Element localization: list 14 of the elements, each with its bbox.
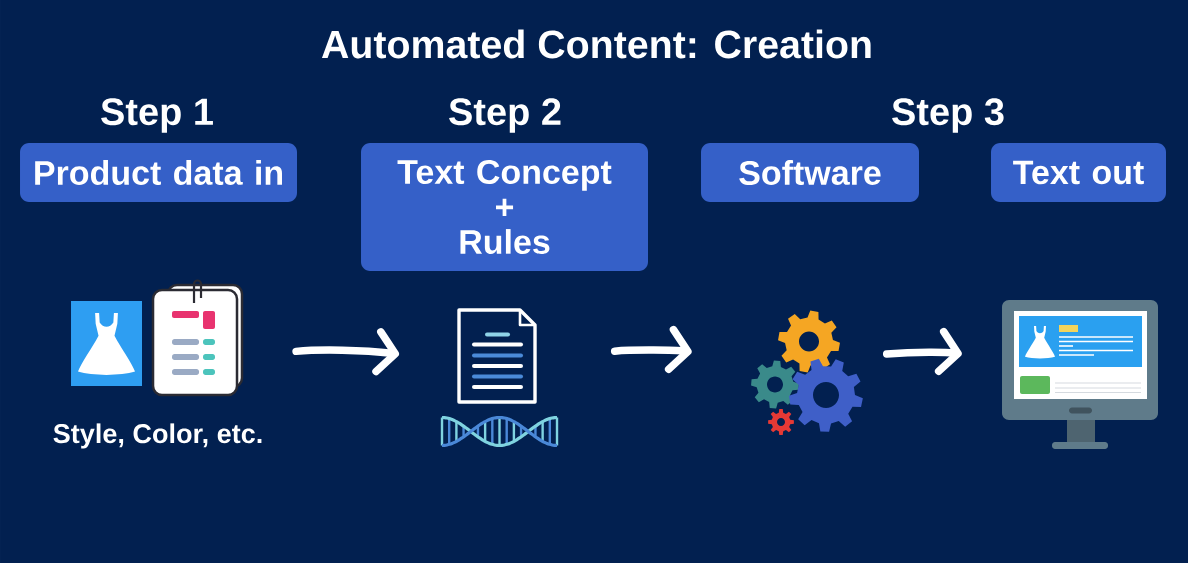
- label-box: Software: [701, 143, 919, 202]
- label-box: Product data in: [20, 143, 297, 202]
- caption-text: Style, Color, etc.: [53, 423, 262, 449]
- title: Automated Content: Creation: [321, 29, 871, 59]
- gears-picture: [751, 310, 863, 435]
- step-heading: Step 1: [101, 98, 213, 133]
- label-box: Text Concept + Rules: [361, 143, 648, 271]
- arrow: [292, 328, 400, 376]
- label-box: Text out: [991, 143, 1166, 202]
- document-and-dna-picture: [440, 308, 559, 448]
- step-heading: Step 2: [449, 98, 561, 133]
- step-heading: Step 3: [892, 98, 1004, 133]
- monitor-picture: [1002, 300, 1158, 449]
- dress-and-clipboard-picture: [71, 279, 244, 397]
